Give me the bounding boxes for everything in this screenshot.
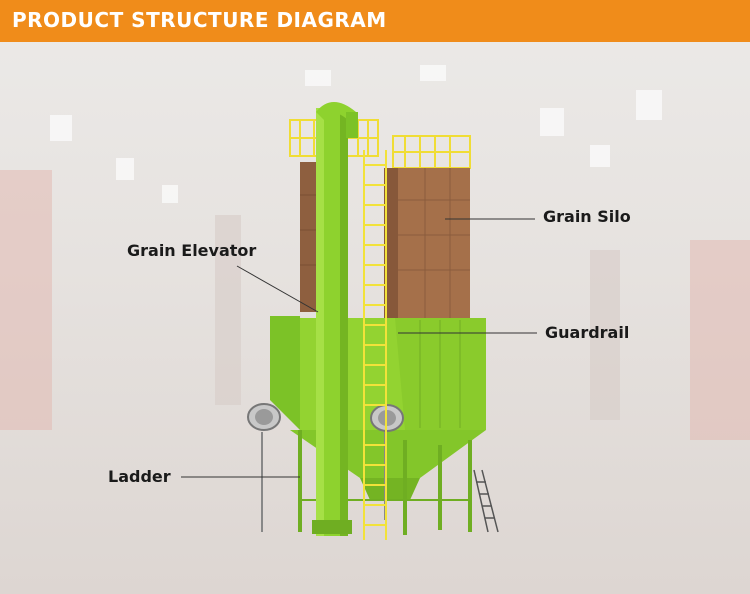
background-window [590, 145, 610, 167]
background-column [590, 250, 620, 420]
yellow-ladder [363, 150, 387, 540]
background-window [116, 158, 134, 180]
background-window [636, 90, 662, 120]
background-window [420, 65, 446, 81]
label-guardrail: Guardrail [545, 323, 630, 342]
background-window [162, 185, 178, 203]
background-column [215, 215, 241, 405]
leader-lines [181, 218, 537, 478]
label-ladder: Ladder [108, 467, 171, 486]
title-banner: PRODUCT STRUCTURE DIAGRAM [0, 0, 750, 42]
background-window [540, 108, 564, 136]
label-grain-elevator: Grain Elevator [127, 241, 257, 260]
side-stairs [473, 469, 499, 533]
label-grain-silo: Grain Silo [543, 207, 631, 226]
fan-left [247, 403, 281, 532]
elevator-column [312, 102, 358, 536]
background-wall [690, 240, 750, 440]
background-wall [0, 170, 52, 430]
page-title: PRODUCT STRUCTURE DIAGRAM [12, 8, 387, 32]
background-window [50, 115, 72, 141]
background-window [305, 70, 331, 86]
